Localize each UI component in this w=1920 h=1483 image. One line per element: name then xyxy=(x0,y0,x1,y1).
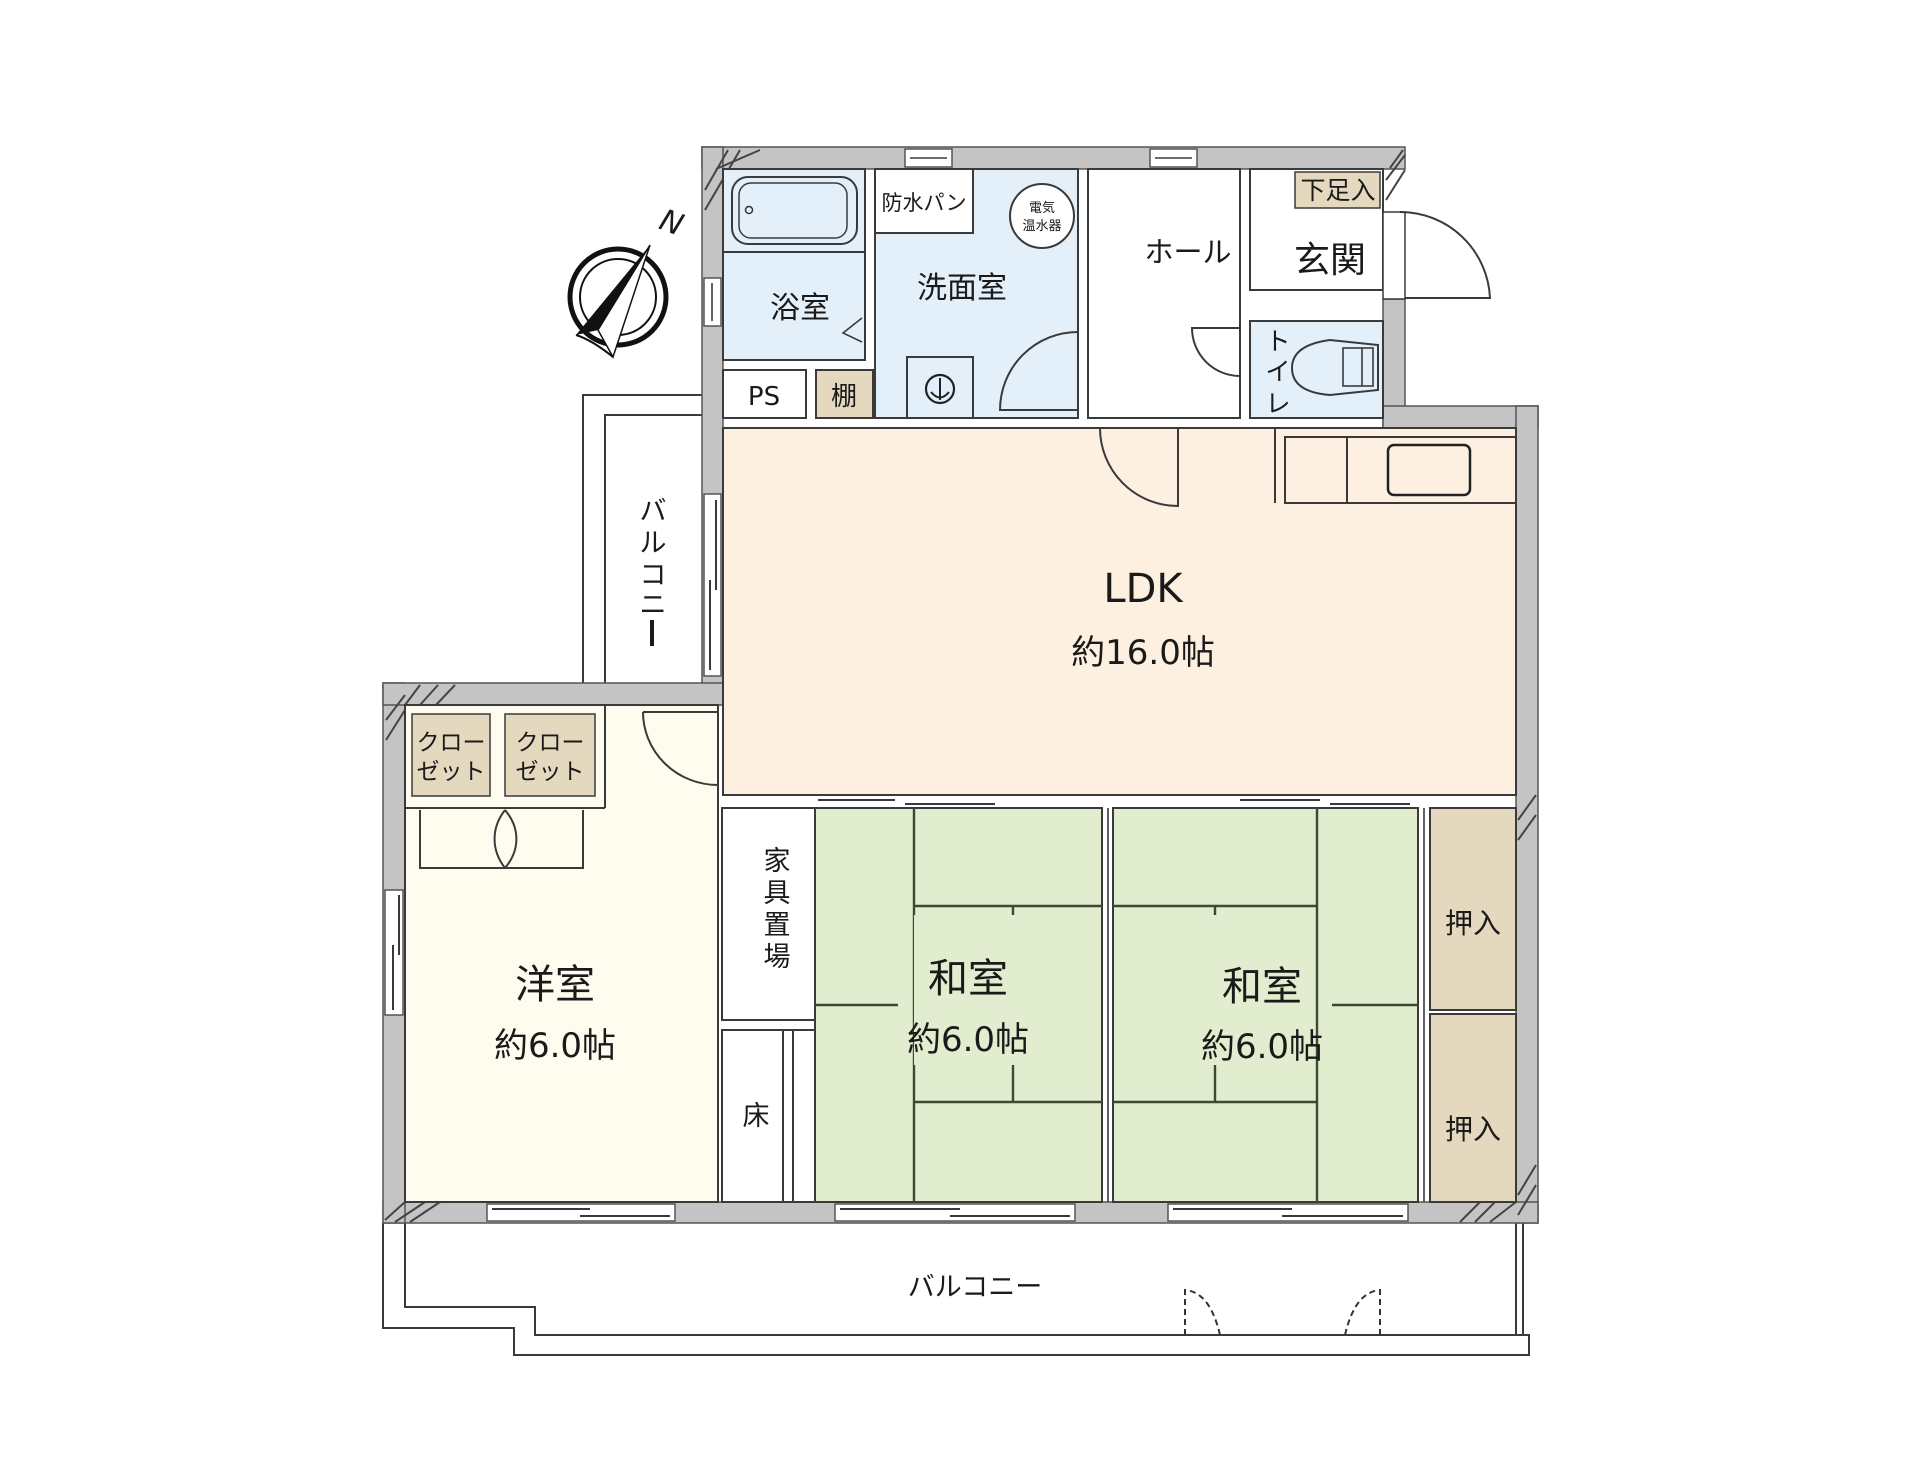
oshiire-2-label: 押入 xyxy=(1445,1113,1501,1146)
compass-icon: N xyxy=(567,203,688,359)
compass-north-label: N xyxy=(655,203,688,244)
closet-1-label-1: クロー xyxy=(417,730,486,756)
balcony-main-label: バルコニー xyxy=(908,1272,1042,1303)
balcony-hatch-right xyxy=(1344,1288,1381,1336)
furniture-label-1: 家 xyxy=(764,846,791,877)
kitchen-sink-icon xyxy=(1386,443,1472,497)
balcony-side-label-4: ニ xyxy=(640,590,667,621)
hall-label: ホール xyxy=(1144,235,1231,269)
ps-label: PS xyxy=(748,382,780,412)
closet-2 xyxy=(504,713,596,797)
oshiire: 押入 押入 xyxy=(1429,807,1517,1203)
balcony-hatch-left xyxy=(1184,1288,1221,1336)
furniture-label-2: 具 xyxy=(764,878,791,909)
balcony-side-label-1: バ xyxy=(640,496,667,527)
ldk: LDK 約16.0帖 xyxy=(722,427,1517,796)
furniture-tokonoma: 家 具 置 場 床 xyxy=(721,807,816,1203)
toilet-label-1: ト xyxy=(1265,327,1290,356)
bathroom: 浴室 xyxy=(722,168,866,361)
hall: ホール xyxy=(1087,168,1241,419)
water-heater-label-2: 温水器 xyxy=(1022,219,1061,234)
bathtub-icon xyxy=(731,176,858,245)
shelf-label: 棚 xyxy=(831,382,857,412)
balcony-side-label-3: コ xyxy=(640,560,667,591)
japanese-1-label: 和室 xyxy=(928,956,1008,1002)
toilet-label-3: レ xyxy=(1265,389,1290,418)
japanese-2-size: 約6.0帖 xyxy=(1201,1027,1323,1067)
japanese-room-2: 和室 約6.0帖 xyxy=(1112,807,1419,1203)
western-label: 洋室 xyxy=(515,962,595,1008)
balcony-main: バルコニー xyxy=(382,1223,1530,1356)
furniture-label-4: 場 xyxy=(764,942,791,973)
front-door-swing xyxy=(1399,210,1492,299)
waterproof-pan xyxy=(874,168,974,234)
toilet-door-swing xyxy=(1190,327,1241,377)
closet-1-label-2: ゼット xyxy=(417,759,486,785)
shoe-closet-label: 下足入 xyxy=(1300,176,1375,205)
japanese-1-size: 約6.0帖 xyxy=(907,1020,1029,1060)
entrance-label: 玄関 xyxy=(1294,240,1366,281)
water-heater-icon xyxy=(1009,183,1075,249)
waterproof-pan-label: 防水パン xyxy=(881,191,966,215)
ps-shelf: PS 棚 xyxy=(722,369,874,419)
toilet: ト イ レ xyxy=(1249,320,1384,419)
closet-door-swing-right xyxy=(493,809,584,869)
ldk-size: 約16.0帖 xyxy=(1071,633,1215,673)
water-heater-label-1: 電気 xyxy=(1029,200,1055,216)
shoe-closet xyxy=(1294,171,1381,209)
washroom-label: 洗面室 xyxy=(917,271,1007,306)
japanese-2-label: 和室 xyxy=(1222,964,1302,1010)
toilet-label-2: イ xyxy=(1265,357,1290,386)
closet-2-label-1: クロー xyxy=(516,730,585,756)
western-room: クロー ゼット クロー ゼット 洋室 約6.0帖 xyxy=(404,704,719,1203)
fusuma xyxy=(818,799,1425,1202)
windows xyxy=(384,148,1409,1222)
balcony-side: バ ル コ ニ xyxy=(582,394,702,683)
entrance: 下足入 玄関 xyxy=(1249,168,1492,300)
toilet-bowl-icon xyxy=(1290,338,1379,397)
western-size: 約6.0帖 xyxy=(494,1026,616,1066)
ldk-label: LDK xyxy=(1103,566,1184,612)
western-door-swing xyxy=(642,711,719,787)
ldk-door-swing xyxy=(1099,427,1179,508)
bathroom-label: 浴室 xyxy=(770,291,830,326)
washroom: 防水パン 電気 温水器 洗面室 xyxy=(874,168,1079,419)
japanese-room-1: 和室 約6.0帖 xyxy=(814,807,1103,1203)
washroom-door-swing xyxy=(998,331,1079,411)
balcony-side-label-2: ル xyxy=(640,528,667,559)
furniture-label-3: 置 xyxy=(764,910,791,941)
closet-1 xyxy=(411,713,491,797)
tokonoma-label: 床 xyxy=(743,1101,770,1132)
closet-2-label-2: ゼット xyxy=(516,759,585,785)
oshiire-1-label: 押入 xyxy=(1445,907,1501,940)
